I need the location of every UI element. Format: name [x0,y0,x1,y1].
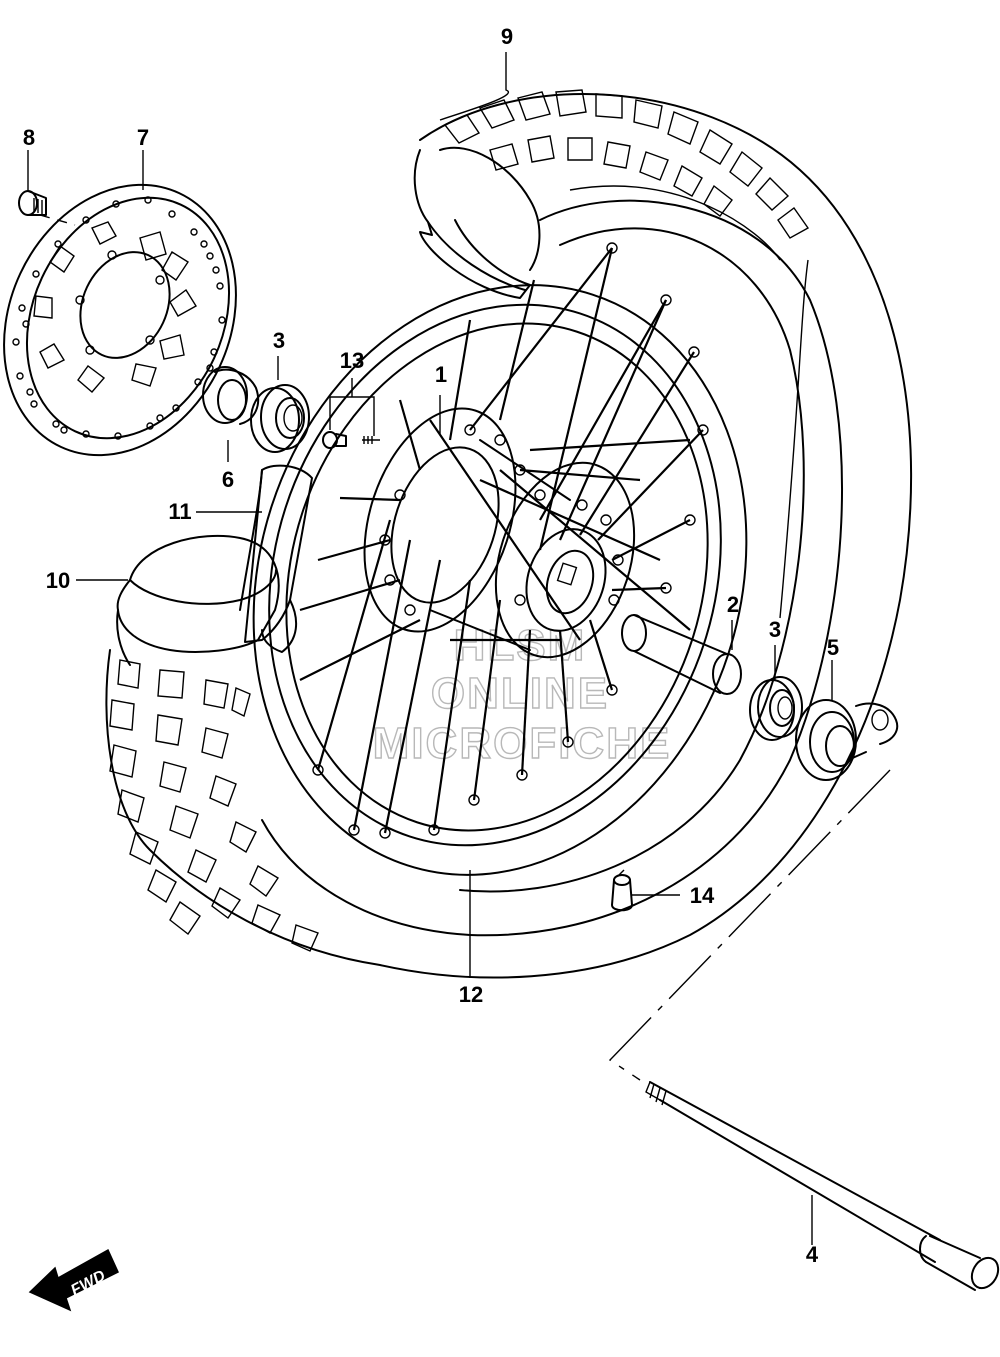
callout-4: 4 [806,1242,819,1267]
dust-seal [202,366,260,425]
assembly-guide-lines [39,214,891,1081]
disc-holes [12,196,226,440]
callout-10: 10 [46,568,70,593]
spoke-nipples [312,242,709,839]
callout-14: 14 [690,883,715,908]
front-axle [645,1081,1000,1291]
callout-12: 12 [459,982,483,1007]
watermark: HLSM ONLINE MICROFICHE [372,620,670,768]
callout-6: 6 [222,467,234,492]
fwd-direction-badge: FWD [28,1248,119,1312]
brake-disc [3,183,237,457]
disc-bolt [18,190,47,216]
inner-tube [116,534,280,666]
wheel-hub [363,407,636,659]
watermark-line-2: ONLINE [431,669,609,718]
tread-blocks-top [443,89,810,239]
callout-1: 1 [435,362,447,387]
axle-spacer [621,614,742,695]
callout-7: 7 [137,125,149,150]
tire [105,89,913,979]
fwd-arrow-icon [28,1248,119,1312]
callout-5: 5 [827,635,839,660]
balance-screw [322,431,380,449]
callout-11: 11 [168,499,191,524]
callout-9: 9 [501,24,513,49]
callout-8: 8 [23,125,35,150]
leader-lines [27,52,833,1245]
callout-3-right: 3 [769,617,781,642]
tread-blocks-bottom [109,659,319,952]
callout-13: 13 [340,348,364,373]
callout-3-left: 3 [273,328,285,353]
bearing-left [250,384,310,453]
callout-labels: 1 2 3 3 4 5 6 7 8 9 10 11 12 13 14 [23,24,839,1267]
callout-2: 2 [727,592,739,617]
valve-cap [611,869,633,912]
bearing-right [749,676,803,741]
speedometer-gear-collar [795,699,899,781]
rim-band [239,464,313,653]
